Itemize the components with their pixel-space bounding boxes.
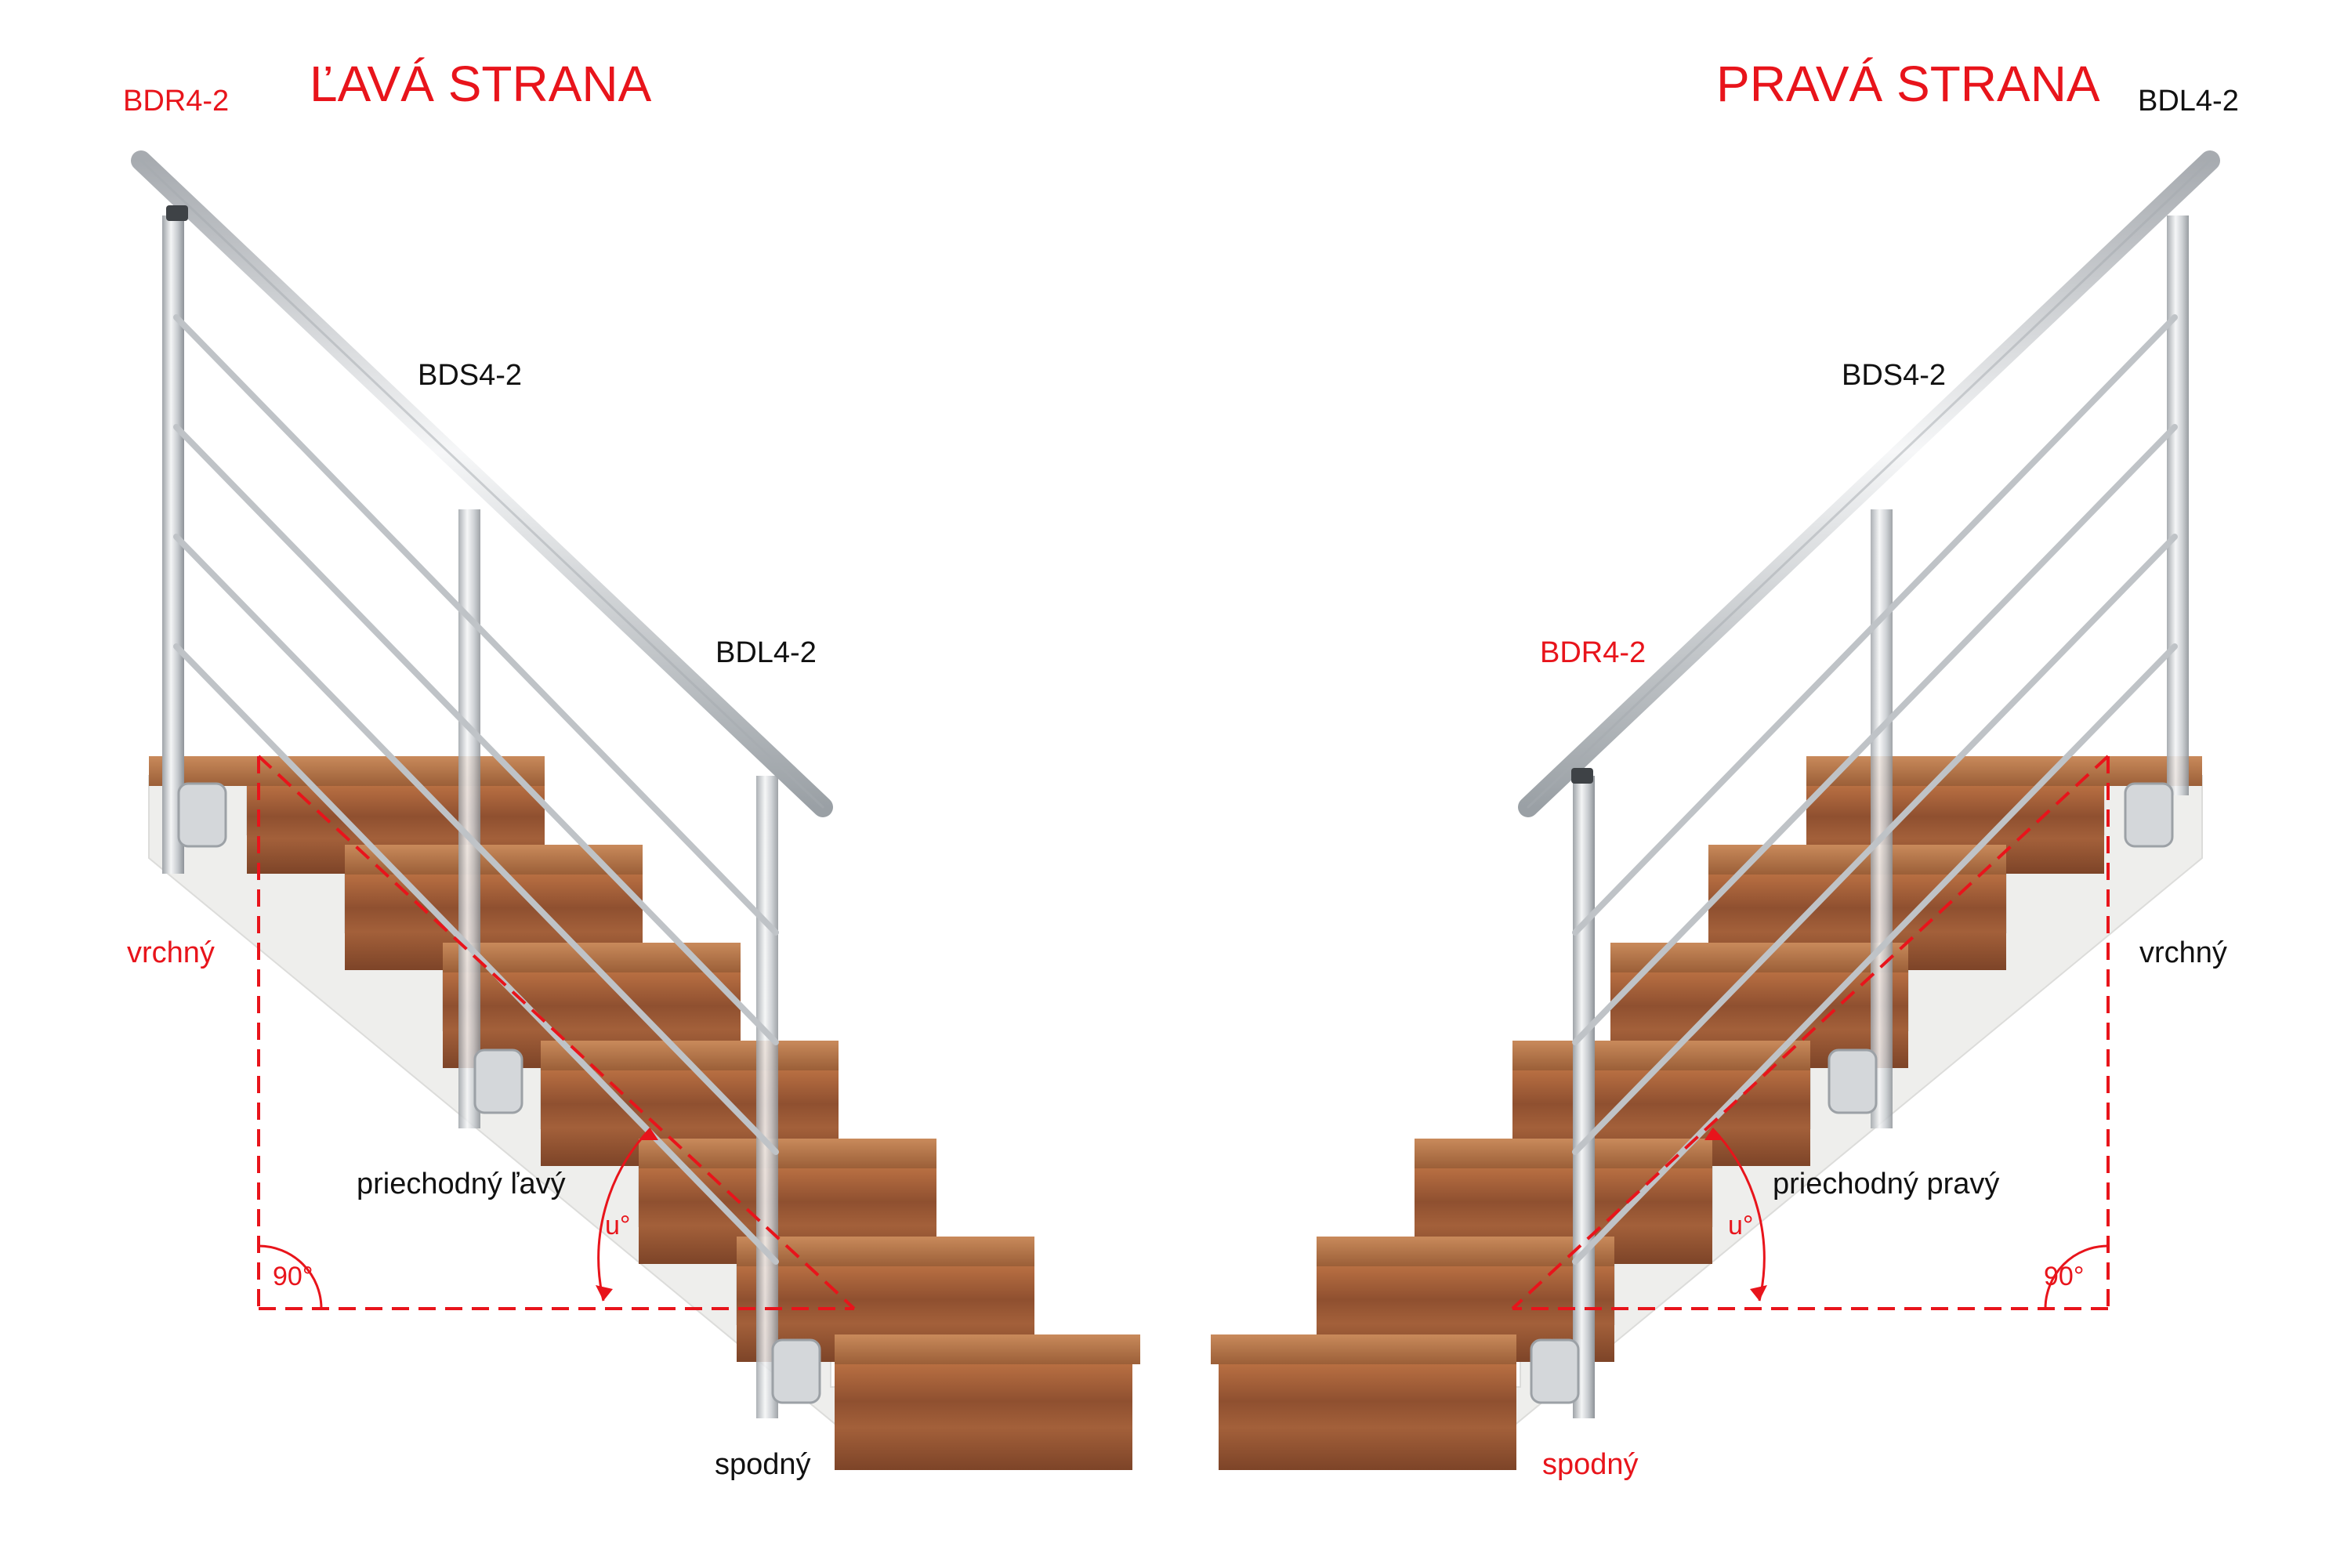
right-right-angle-label: 90° xyxy=(2044,1262,2085,1291)
right-mid-code-label: BDS4-2 xyxy=(1842,359,1947,392)
left-right-angle-label: 90° xyxy=(273,1262,313,1291)
left-infill-rods xyxy=(173,314,779,1265)
right-u-angle-label: u° xyxy=(1728,1211,1754,1240)
left-steps xyxy=(149,756,1140,1470)
left-top-position-label: vrchný xyxy=(127,936,215,969)
left-staircase xyxy=(131,150,1140,1470)
left-angle-lines xyxy=(257,755,856,1310)
right-angle-lines xyxy=(1511,755,2110,1310)
left-u-angle-label: u° xyxy=(605,1211,631,1240)
right-title: PRAVÁ STRANA xyxy=(1716,56,2100,112)
left-post-mid xyxy=(458,509,480,1128)
right-steps xyxy=(1211,756,2202,1470)
left-top-code-label: BDR4-2 xyxy=(123,85,230,118)
right-bottom-position-label: spodný xyxy=(1542,1448,1639,1481)
left-title: ĽAVÁ STRANA xyxy=(310,56,652,112)
right-post-top xyxy=(2167,215,2189,795)
right-post-end xyxy=(1573,776,1595,1418)
right-top-position-label: vrchný xyxy=(2139,936,2227,969)
left-end-code-label: BDL4-2 xyxy=(715,636,817,669)
left-bottom-position-label: spodný xyxy=(715,1448,811,1481)
right-staircase xyxy=(1211,150,2220,1470)
left-mid-position-label: priechodný ľavý xyxy=(357,1168,566,1200)
left-post-end xyxy=(756,776,778,1418)
right-angle-arcs xyxy=(1711,1127,2109,1309)
right-top-code-label: BDL4-2 xyxy=(2138,85,2239,118)
right-end-code-label: BDR4-2 xyxy=(1540,636,1646,669)
right-mid-position-label: priechodný pravý xyxy=(1773,1168,2000,1200)
left-angle-arcs xyxy=(258,1127,652,1309)
left-mid-code-label: BDS4-2 xyxy=(418,359,523,392)
right-post-mid xyxy=(1871,509,1893,1128)
